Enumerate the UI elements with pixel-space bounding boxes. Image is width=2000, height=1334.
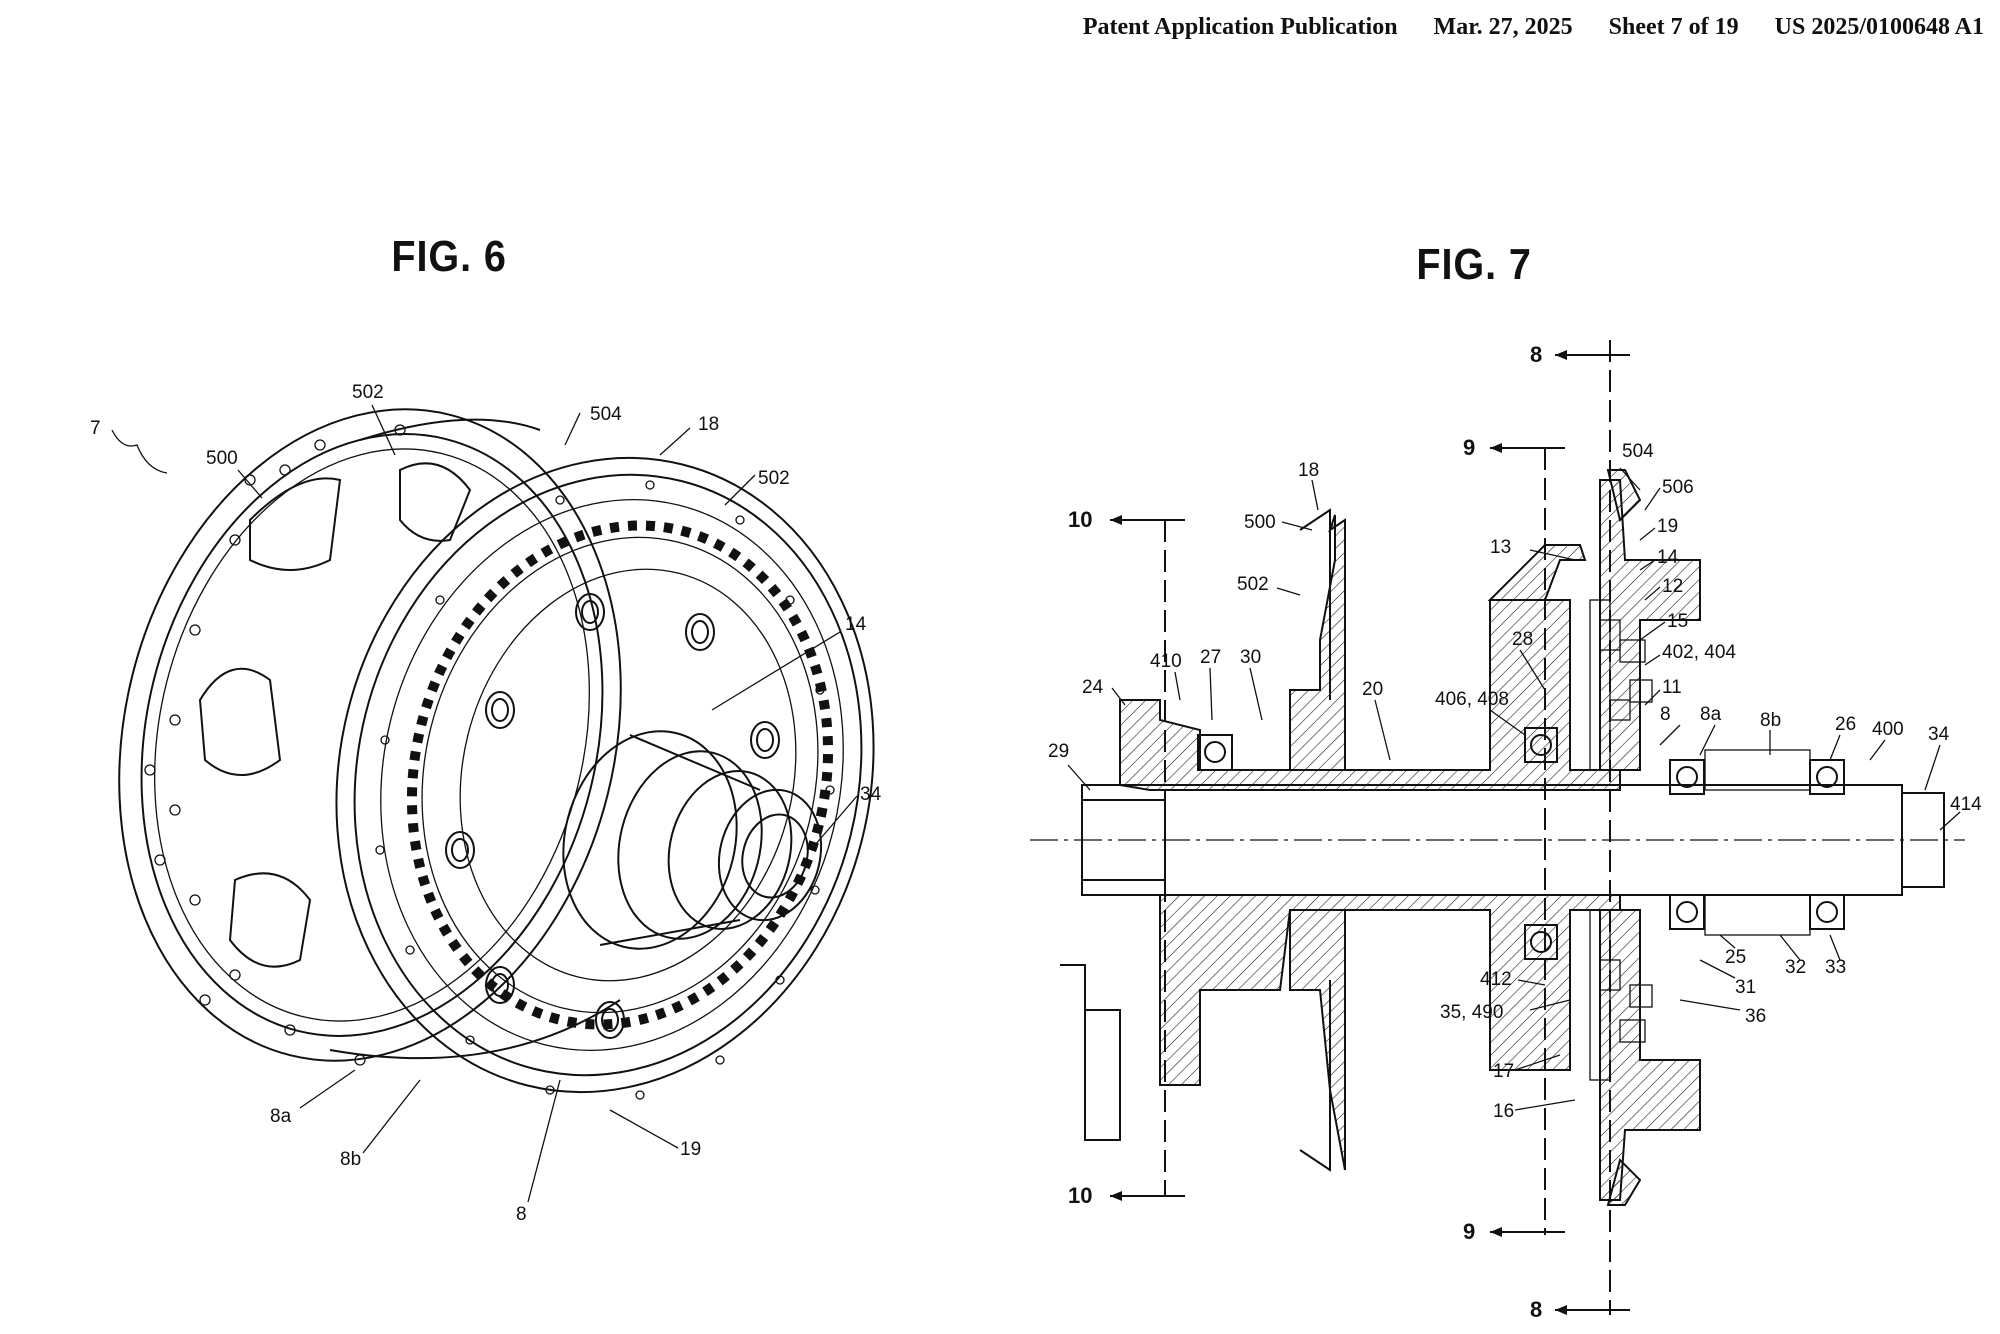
fig6-label: 8a bbox=[270, 1106, 292, 1127]
fig6-labels: 7 500 502 504 18 502 14 34 8a 8b 8 19 bbox=[90, 382, 882, 1225]
spoke-flange bbox=[1299, 508, 1331, 1172]
freehub-body bbox=[562, 730, 738, 950]
fig7-label: 35, 490 bbox=[1440, 1002, 1503, 1023]
disc-bolt-holes bbox=[445, 593, 780, 1039]
fig6-leader-lines bbox=[111, 404, 858, 1203]
mount-bracket bbox=[1060, 964, 1121, 1141]
fig6-label: 8b bbox=[340, 1149, 361, 1170]
fig6-label: 14 bbox=[845, 614, 867, 635]
fig6-label: 8 bbox=[516, 1204, 527, 1225]
fig7-label: 25 bbox=[1725, 947, 1746, 968]
section-mark: 9 bbox=[1463, 1219, 1475, 1244]
rotor-flange-bottom bbox=[1606, 1158, 1642, 1206]
fig7-label: 34 bbox=[1928, 724, 1950, 745]
fig7-label: 24 bbox=[1082, 677, 1104, 698]
fig7-label: 12 bbox=[1662, 576, 1683, 597]
fig7-label: 14 bbox=[1657, 547, 1679, 568]
front-flange-outer bbox=[335, 456, 875, 1094]
left-flange-section bbox=[1220, 514, 1346, 771]
fig6-label: 504 bbox=[590, 404, 622, 425]
fig7-label: 36 bbox=[1745, 1006, 1766, 1027]
fig6-hub-drawing: 7 500 502 504 18 502 14 34 8a 8b 8 19 bbox=[90, 382, 882, 1225]
fig7-label: 412 bbox=[1480, 969, 1512, 990]
page-header: Patent Application Publication Mar. 27, 2… bbox=[1083, 14, 1984, 41]
freehub-thread bbox=[1704, 749, 1811, 791]
fig7-label: 500 bbox=[1244, 512, 1276, 533]
fig6-label: 19 bbox=[680, 1139, 701, 1160]
fig7-label: 13 bbox=[1490, 537, 1511, 558]
rear-flange-inner bbox=[140, 433, 604, 1037]
section-mark: 8 bbox=[1530, 1297, 1542, 1322]
fig7-section-drawing: 8 9 10 10 9 8 18 500 502 24 bbox=[1030, 340, 1982, 1322]
publication-date: Mar. 27, 2025 bbox=[1433, 14, 1573, 40]
fig7-label: 8a bbox=[1700, 704, 1722, 725]
fig6-label: 500 bbox=[206, 448, 238, 469]
fig7-label: 11 bbox=[1662, 677, 1682, 698]
front-flange-inner bbox=[353, 473, 863, 1077]
fig7-label: 28 bbox=[1512, 629, 1533, 650]
fig7-label: 410 bbox=[1150, 651, 1182, 672]
flange-cutout bbox=[249, 477, 342, 571]
fig7-label: 502 bbox=[1237, 574, 1269, 595]
section-mark: 9 bbox=[1463, 435, 1475, 460]
fig6-label: 18 bbox=[698, 414, 719, 435]
section-mark: 10 bbox=[1068, 507, 1092, 532]
fig7-label: 30 bbox=[1240, 647, 1261, 668]
publication-label: Patent Application Publication bbox=[1082, 14, 1398, 40]
fig7-label: 406, 408 bbox=[1435, 689, 1509, 710]
fig7-label: 29 bbox=[1048, 741, 1069, 762]
fig6-title: FIG. 6 bbox=[391, 232, 507, 281]
fig7-label: 32 bbox=[1785, 957, 1806, 978]
fig7-label: 16 bbox=[1493, 1101, 1514, 1122]
fig7-label: 18 bbox=[1298, 460, 1319, 481]
rear-flange-outer bbox=[118, 408, 622, 1062]
rotor-carrier-lower bbox=[1599, 909, 1701, 1201]
fig7-label: 15 bbox=[1667, 611, 1688, 632]
flange-cutout bbox=[399, 462, 472, 542]
fig7-label: 26 bbox=[1835, 714, 1856, 735]
fig7-label: 402, 404 bbox=[1662, 642, 1736, 663]
axle-end-cap bbox=[717, 788, 823, 922]
flange-cutout bbox=[198, 667, 282, 776]
fig7-label: 414 bbox=[1950, 794, 1982, 815]
fig6-label: 502 bbox=[352, 382, 384, 403]
fig7-label: 504 bbox=[1622, 441, 1654, 462]
fig7-label: 31 bbox=[1735, 977, 1756, 998]
fig7-labels: 18 500 502 24 410 27 30 20 406, 408 28 1… bbox=[1048, 441, 1982, 1122]
fig7-label: 27 bbox=[1200, 647, 1221, 668]
sheet-number: Sheet 7 of 19 bbox=[1608, 14, 1739, 40]
fig7-label: 19 bbox=[1657, 516, 1678, 537]
flange-cutout bbox=[228, 872, 312, 968]
fig7-label: 400 bbox=[1872, 719, 1904, 740]
fig7-label: 33 bbox=[1825, 957, 1846, 978]
fig6-label: 34 bbox=[860, 784, 882, 805]
section-mark: 8 bbox=[1530, 342, 1542, 367]
fig7-label: 20 bbox=[1362, 679, 1383, 700]
fig7-label: 506 bbox=[1662, 477, 1694, 498]
shell-shoulder bbox=[1487, 544, 1587, 601]
rotor-flange-top bbox=[1606, 469, 1642, 522]
fig6-label: 7 bbox=[90, 418, 101, 439]
section-mark: 10 bbox=[1068, 1183, 1092, 1208]
end-cap bbox=[1901, 792, 1945, 888]
section-labels: 8 9 10 10 9 8 bbox=[1068, 342, 1542, 1322]
bearings-upper bbox=[1197, 727, 1845, 795]
bearings-lower bbox=[1524, 894, 1845, 960]
fig7-label: 8 bbox=[1660, 704, 1671, 725]
fig6-label: 502 bbox=[758, 468, 790, 489]
fig7-leader-lines bbox=[1067, 467, 1961, 1111]
patent-number: US 2025/0100648 A1 bbox=[1774, 14, 1984, 40]
section-cut-lines bbox=[1110, 340, 1630, 1315]
fig7-title: FIG. 7 bbox=[1416, 240, 1532, 289]
fig7-label: 17 bbox=[1493, 1061, 1514, 1082]
fig7-label: 8b bbox=[1760, 710, 1781, 731]
right-flange-lower bbox=[1289, 909, 1346, 1171]
hub-shell-upper bbox=[1119, 599, 1621, 791]
